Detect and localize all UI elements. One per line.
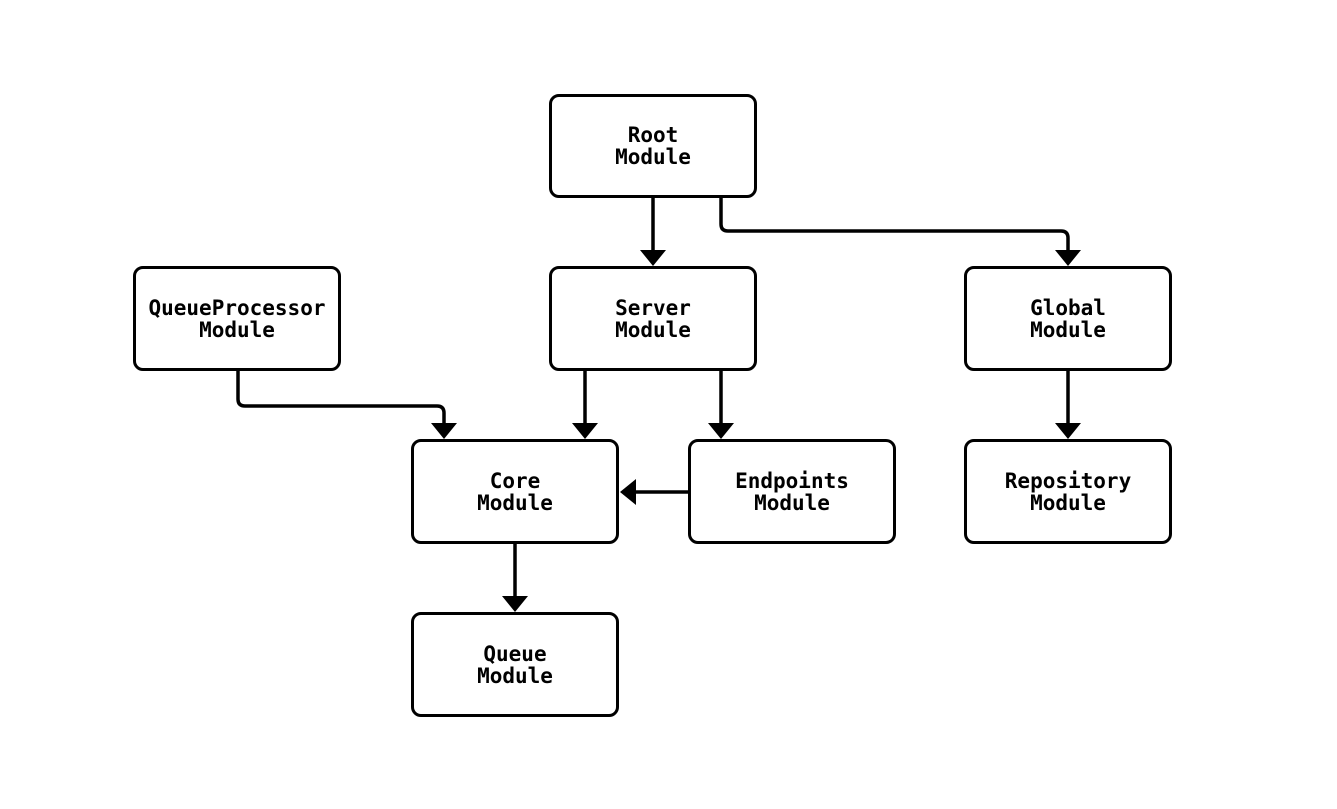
edge-global-module-to-repository-module (1055, 369, 1081, 439)
node-server-module-label: Server Module (615, 295, 691, 342)
node-queue-module-label: Queue Module (477, 641, 553, 688)
node-core-module-label: Core Module (477, 468, 553, 515)
node-queueprocessor-module: QueueProcessor Module (133, 266, 341, 371)
node-root-module: Root Module (549, 94, 757, 198)
node-root-module-label: Root Module (615, 123, 691, 169)
node-global-module: Global Module (964, 266, 1172, 371)
edge-root-module-to-global-module (719, 196, 1081, 266)
edge-queueprocessor-module-to-core-module (236, 369, 457, 439)
node-queue-module: Queue Module (411, 612, 619, 717)
edge-endpoints-module-to-core-module (620, 479, 690, 505)
node-queueprocessor-module-label: QueueProcessor Module (148, 295, 326, 342)
node-global-module-label: Global Module (1030, 295, 1106, 342)
edge-server-module-to-core-module (572, 369, 598, 439)
node-repository-module: Repository Module (964, 439, 1172, 544)
edge-root-module-to-server-module (640, 196, 666, 266)
node-core-module: Core Module (411, 439, 619, 544)
edge-server-module-to-endpoints-module (708, 369, 734, 439)
node-endpoints-module: Endpoints Module (688, 439, 896, 544)
node-server-module: Server Module (549, 266, 757, 371)
node-endpoints-module-label: Endpoints Module (735, 468, 849, 515)
node-repository-module-label: Repository Module (1004, 468, 1132, 515)
edge-core-module-to-queue-module (502, 542, 528, 612)
